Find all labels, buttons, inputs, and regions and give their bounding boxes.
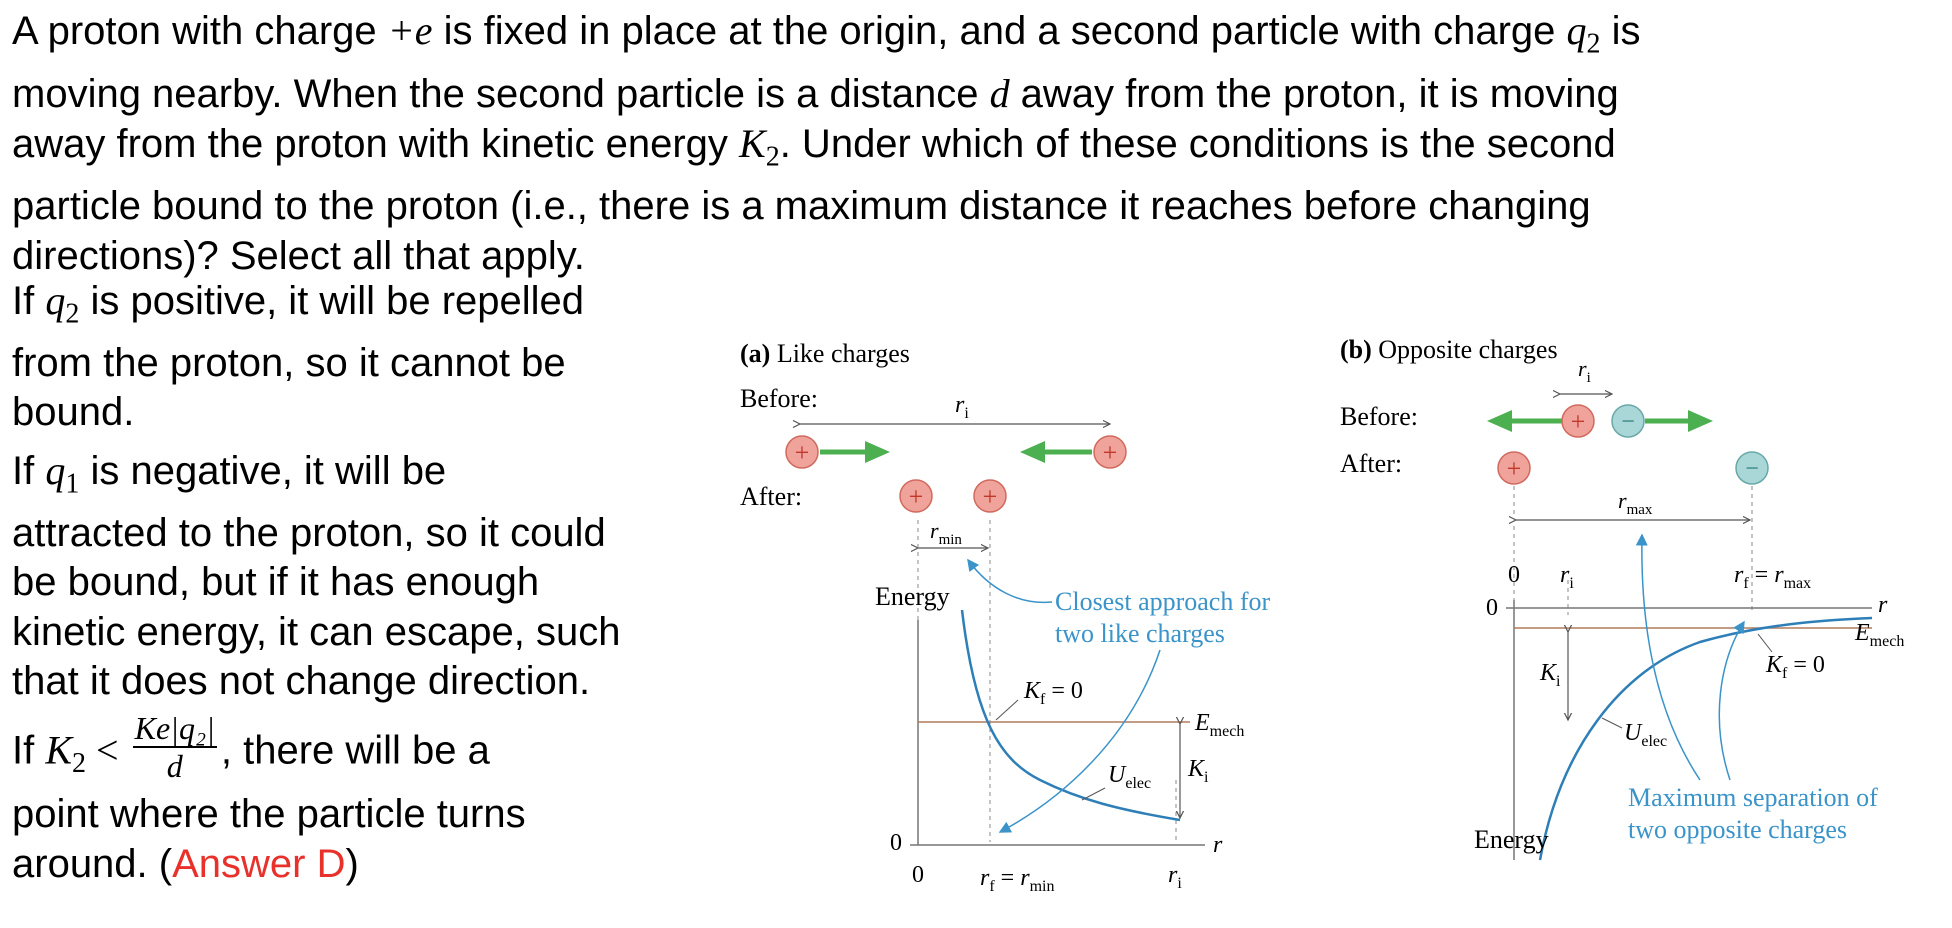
explanation-negative: If q1 is negative, it will be attracted … [12,448,621,704]
zero-y-label-b: 0 [1486,595,1498,621]
panel-b-title: (b) Opposite charges [1340,335,1558,364]
positive-charge-before-right [1093,435,1127,469]
question-line-2: moving nearby. When the second particle … [12,70,1619,116]
kf-label: Kf = 0 [1023,678,1083,708]
ki-label: Ki [1187,756,1209,786]
plus-sign: + [1571,407,1586,436]
velocity-arrowhead-left-b [1487,410,1512,432]
panel-b-after-label: After: [1340,449,1402,478]
callout-arrow-rmax [1635,533,1701,781]
negative-charge-after-b [1735,451,1769,485]
callout-max-separation-line1: Maximum separation of [1628,783,1878,812]
ri-axis-label-b: ri [1560,562,1574,592]
kf-leader-b [1757,633,1773,653]
positive-charge-after-b [1497,451,1531,485]
question-line-5: directions)? Select all that apply. [12,233,585,278]
emech-label-b: Emech [1854,620,1904,650]
rf-rmin-label: rf = rmin [980,865,1054,895]
positive-charge-after-left [899,479,933,513]
panel-a-before-label: Before: [740,384,818,413]
panel-a-after-label: After: [740,482,802,511]
ri-label-top-b: ri [1578,356,1591,386]
energy-axis-label-b: Energy [1474,825,1549,854]
ri-axis-label: ri [1168,862,1182,892]
question-line-3: away from the proton with kinetic energy… [12,121,1616,173]
zero-x-label: 0 [912,862,924,888]
panel-b-before-label: Before: [1340,402,1418,431]
question-line-4: particle bound to the proton (i.e., ther… [12,184,1591,229]
minus-sign: − [1621,409,1635,435]
panel-a-title: (a) Like charges [740,339,910,368]
zero-x-label-b: 0 [1508,562,1520,588]
positive-charge-before-b [1561,404,1595,438]
plus-sign: + [795,438,810,467]
positive-charge-before-left [785,435,819,469]
rmin-label: rmin [930,518,962,548]
plus-sign: + [909,482,924,511]
panel-opposite-charges: (b) Opposite charges Before: After: ri +… [1340,335,1904,861]
kinetic-energy-fraction: Ke|q₂|d [132,710,217,784]
r-axis-label-b: r [1878,592,1888,618]
r-axis-label: r [1213,832,1223,858]
positive-charge-after-right [973,479,1007,513]
ki-label-b: Ki [1539,660,1561,690]
callout-arrow-down [998,649,1161,833]
energy-axis-label: Energy [875,582,950,611]
negative-charge-before-b [1611,404,1645,438]
velocity-arrowhead-right [865,441,890,463]
explanation-condition: If K2 < Ke|q₂|d, there will be a point w… [12,710,526,886]
plus-sign: + [983,482,998,511]
question-text: A proton with charge +e is fixed in plac… [12,6,1932,281]
explanation-positive: If q2 is positive, it will be repelled f… [12,278,585,435]
callout-closest-approach-line2: two like charges [1055,619,1225,648]
ri-label-top: ri [955,392,969,422]
energy-diagram-figure: (a) Like charges Before: After: ri + + +… [740,335,1904,895]
kf-label-b: Kf = 0 [1765,652,1825,682]
rmax-label: rmax [1618,488,1653,518]
minus-sign: − [1745,456,1759,482]
panel-like-charges: (a) Like charges Before: After: ri + + +… [740,339,1271,895]
rf-rmax-label: rf = rmax [1734,562,1811,592]
kf-leader [995,699,1019,721]
plus-sign: + [1507,454,1522,483]
uelec-curve [960,609,1181,822]
zero-y-label: 0 [890,830,902,856]
uelec-leader-b [1601,717,1623,729]
callout-arrow-rf [1718,620,1745,781]
uelec-curve-b [1538,616,1873,861]
velocity-arrowhead-left [1020,441,1045,463]
callout-closest-approach-line1: Closest approach for [1055,587,1271,616]
plus-sign: + [1103,438,1118,467]
callout-max-separation-line2: two opposite charges [1628,815,1847,844]
uelec-label: Uelec [1108,762,1151,792]
uelec-leader [1081,787,1106,801]
velocity-arrowhead-right-b [1688,410,1713,432]
answer-label: Answer D [172,841,346,886]
uelec-label-b: Uelec [1624,720,1667,750]
question-line-1: A proton with charge +e is fixed in plac… [12,8,1641,60]
callout-arrow-up [967,558,1053,604]
emech-label: Emech [1194,710,1244,740]
